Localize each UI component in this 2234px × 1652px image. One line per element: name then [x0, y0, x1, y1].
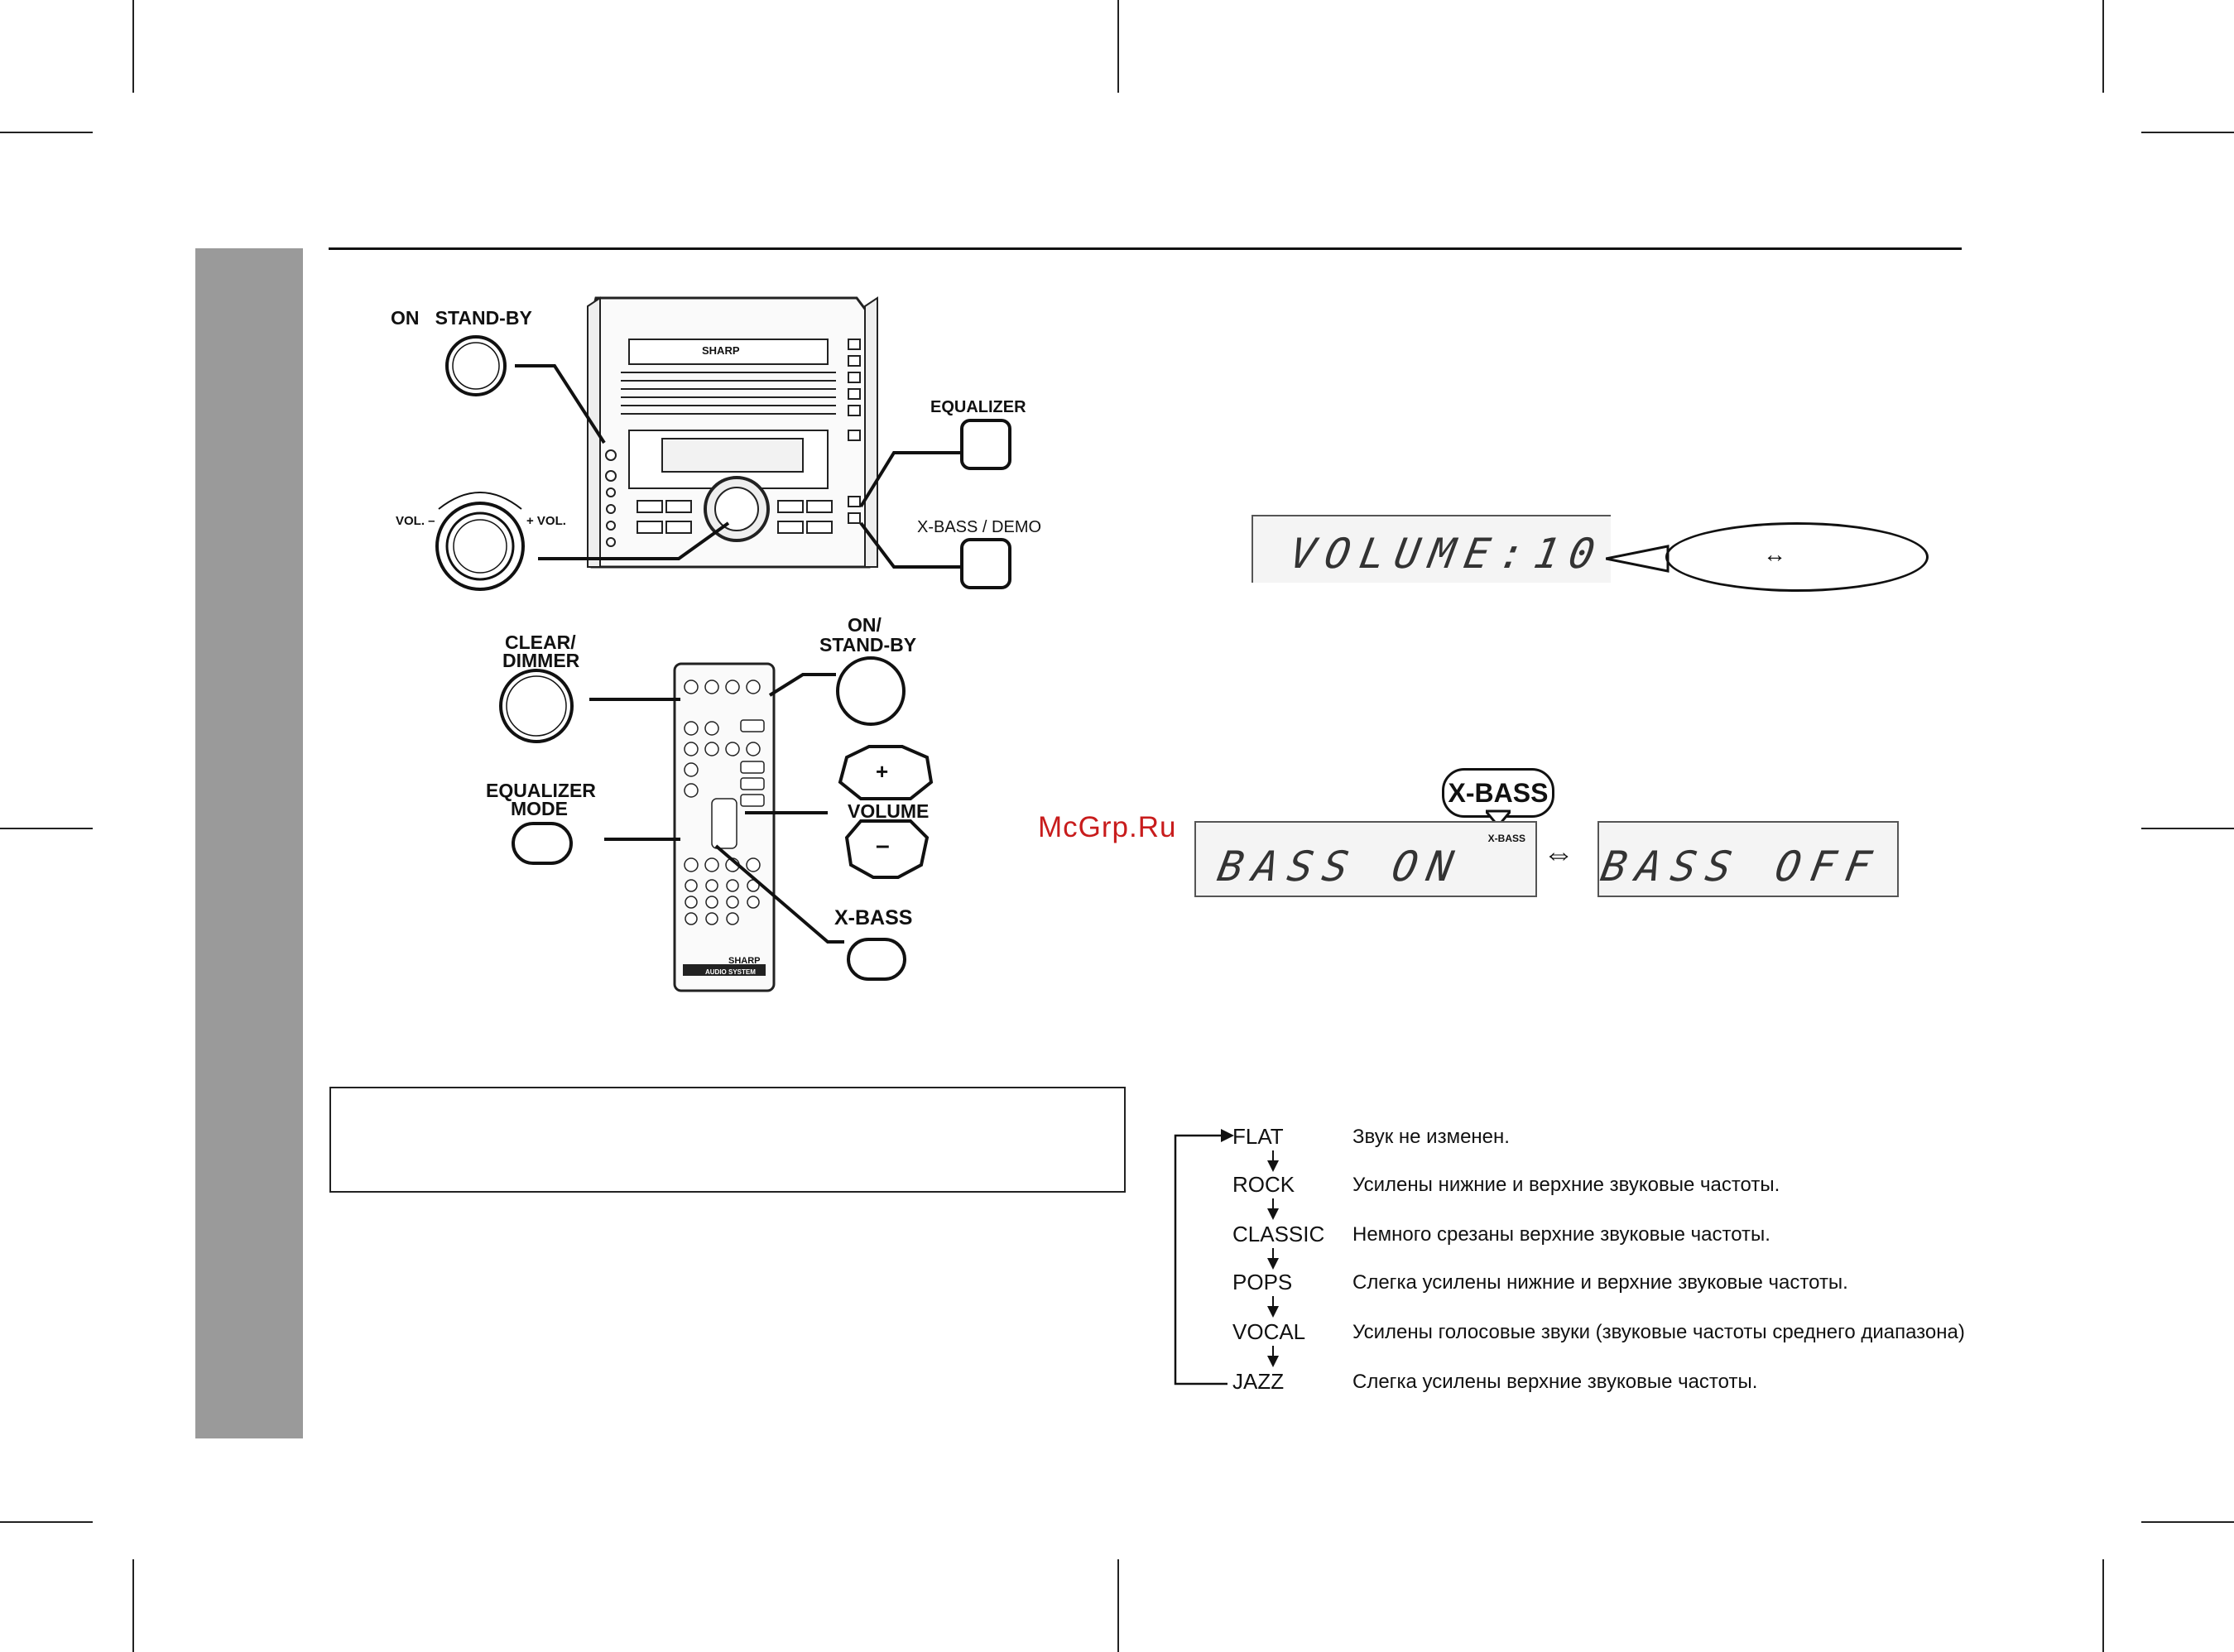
sequence-arrow-head — [1267, 1306, 1279, 1318]
sequence-arrow-head — [1267, 1208, 1279, 1220]
header-rule — [329, 247, 1962, 250]
crop-mark — [0, 828, 93, 829]
clear-dimmer-label-1: CLEAR/ — [505, 632, 576, 653]
eq-mode-jazz: JAZZ — [1232, 1369, 1285, 1394]
eq-desc-vocal: Усилены голосовые звуки (звуковые частот… — [1352, 1321, 1965, 1343]
volume-display: VOLUME:10 — [1252, 515, 1611, 583]
sequence-arrow-head — [1267, 1160, 1279, 1172]
volume-plus-label: + — [876, 759, 889, 784]
unit-brand: SHARP — [702, 344, 740, 357]
remote-brand: SHARP — [728, 956, 761, 966]
equalizer-label: EQUALIZER — [930, 398, 1026, 416]
eq-desc-flat: Звук не изменен. — [1352, 1126, 1510, 1148]
volume-bubble-symbol: ↔ — [1763, 541, 1786, 567]
toggle-symbol: ⇔ — [1543, 837, 1574, 872]
sequence-arrow-head — [1267, 1356, 1279, 1367]
crop-mark — [0, 1521, 93, 1523]
main-unit-illustration — [435, 296, 1011, 591]
vol-minus-label: VOL. – — [396, 514, 435, 528]
watermark: McGrp.Ru — [1038, 811, 1177, 843]
remote-subtitle: AUDIO SYSTEM — [705, 968, 756, 976]
sequence-arrow — [1272, 1296, 1274, 1308]
sequence-arrow — [1272, 1198, 1274, 1210]
note-box — [329, 1087, 1126, 1193]
sequence-arrow — [1272, 1150, 1274, 1162]
eq-desc-rock: Усилены нижние и верхние звуковые частот… — [1352, 1174, 1780, 1196]
eq-mode-vocal: VOCAL — [1232, 1319, 1306, 1344]
xbass-label: X-BASS — [834, 906, 913, 929]
eq-mode-rock: ROCK — [1232, 1172, 1295, 1197]
bass-off-text: BASS OFF — [1597, 843, 1886, 891]
remote-illustration — [499, 656, 934, 992]
eq-desc-jazz: Слегка усилены верхние звуковые частоты. — [1352, 1371, 1758, 1393]
clear-dimmer-label-2: DIMMER — [502, 650, 580, 671]
eq-mode-flat: FLAT — [1232, 1124, 1284, 1149]
volume-minus-label: – — [876, 832, 890, 859]
volume-label: VOLUME — [848, 800, 930, 822]
bass-on-text: BASS ON — [1214, 843, 1468, 891]
on-standby-label: ON STAND-BY — [391, 307, 532, 329]
crop-mark — [2102, 1559, 2104, 1652]
bass-off-display: BASS OFF — [1597, 821, 1899, 897]
crop-mark — [2141, 1521, 2234, 1523]
crop-mark — [1117, 0, 1119, 93]
crop-mark — [2102, 0, 2104, 93]
eq-mode-pops: POPS — [1232, 1270, 1293, 1294]
crop-mark — [2141, 132, 2234, 133]
crop-mark — [1117, 1559, 1119, 1652]
section-sidebar-tab — [195, 248, 303, 1438]
crop-mark — [2141, 828, 2234, 829]
vol-plus-label: + VOL. — [526, 514, 566, 528]
eq-mode-label-2: MODE — [511, 798, 568, 819]
eq-mode-label-1: EQUALIZER — [486, 780, 596, 801]
bubble-tail — [1606, 545, 1669, 573]
crop-mark — [132, 1559, 134, 1652]
crop-mark — [0, 132, 93, 133]
equalizer-loop-arrow — [1174, 1129, 1234, 1385]
remote-standby-label: STAND-BY — [819, 634, 917, 656]
eq-desc-pops: Слегка усилены нижние и верхние звуковые… — [1352, 1271, 1848, 1294]
volume-bubble — [1665, 522, 1929, 592]
eq-desc-classic: Немного срезаны верхние звуковые частоты… — [1352, 1223, 1770, 1246]
xbass-demo-label: X-BASS / DEMO — [917, 518, 1042, 536]
remote-on-label: ON/ — [848, 614, 882, 636]
xbass-badge-tail — [1486, 809, 1511, 828]
sequence-arrow — [1272, 1346, 1274, 1357]
eq-mode-classic: CLASSIC — [1232, 1222, 1325, 1246]
volume-readout: VOLUME:10 — [1285, 530, 1609, 578]
bass-on-display: X-BASS BASS ON — [1194, 821, 1537, 897]
xbass-indicator: X-BASS — [1487, 833, 1525, 844]
crop-mark — [132, 0, 134, 93]
sequence-arrow — [1272, 1248, 1274, 1260]
sequence-arrow-head — [1267, 1258, 1279, 1270]
